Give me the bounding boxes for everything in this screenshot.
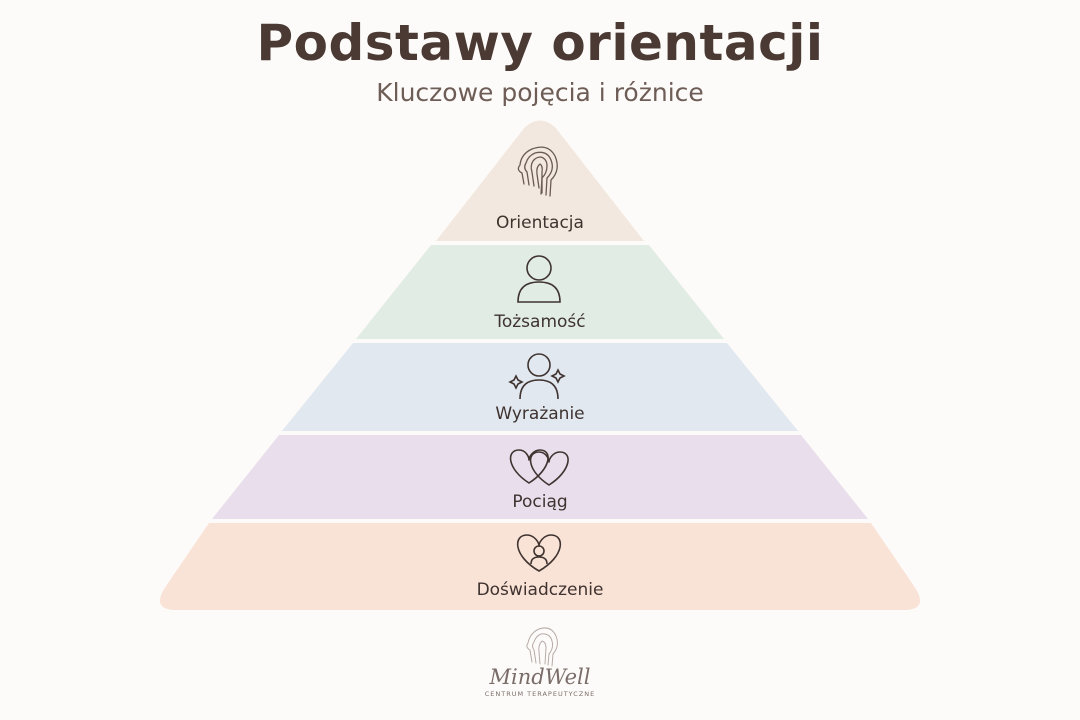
head-profile-icon [517,146,558,197]
logo-head-icon [526,627,558,667]
level-label-tozsamosc: Tożsamość [493,312,585,332]
page-title: Podstawy orientacji [256,14,824,72]
level-label-pociag: Pociąg [512,492,567,512]
person-icon [517,255,561,303]
level-label-doswiadczenie: Doświadczenie [477,580,604,600]
two-hearts-icon [509,449,569,486]
person-sparkle-icon [508,353,566,400]
pyramid-layer-tozsamosc [356,245,724,339]
logo-tagline: CENTRUM TERAPEUTYCZNE [485,690,596,698]
level-label-orientacja: Orientacja [496,213,584,233]
logo-wordmark: MindWell [489,665,591,689]
logo: MindWell CENTRUM TERAPEUTYCZNE [485,627,596,698]
pyramid-layer-doswiadczenie [160,523,920,610]
heart-person-icon [516,534,562,572]
pyramid-layer-orientacja [436,120,644,241]
level-label-wyrazanie: Wyrażanie [495,404,584,424]
pyramid-layer-wyrazanie [282,343,798,431]
pyramid-layer-pociag [212,435,868,519]
page-subtitle: Kluczowe pojęcia i różnice [376,78,704,107]
